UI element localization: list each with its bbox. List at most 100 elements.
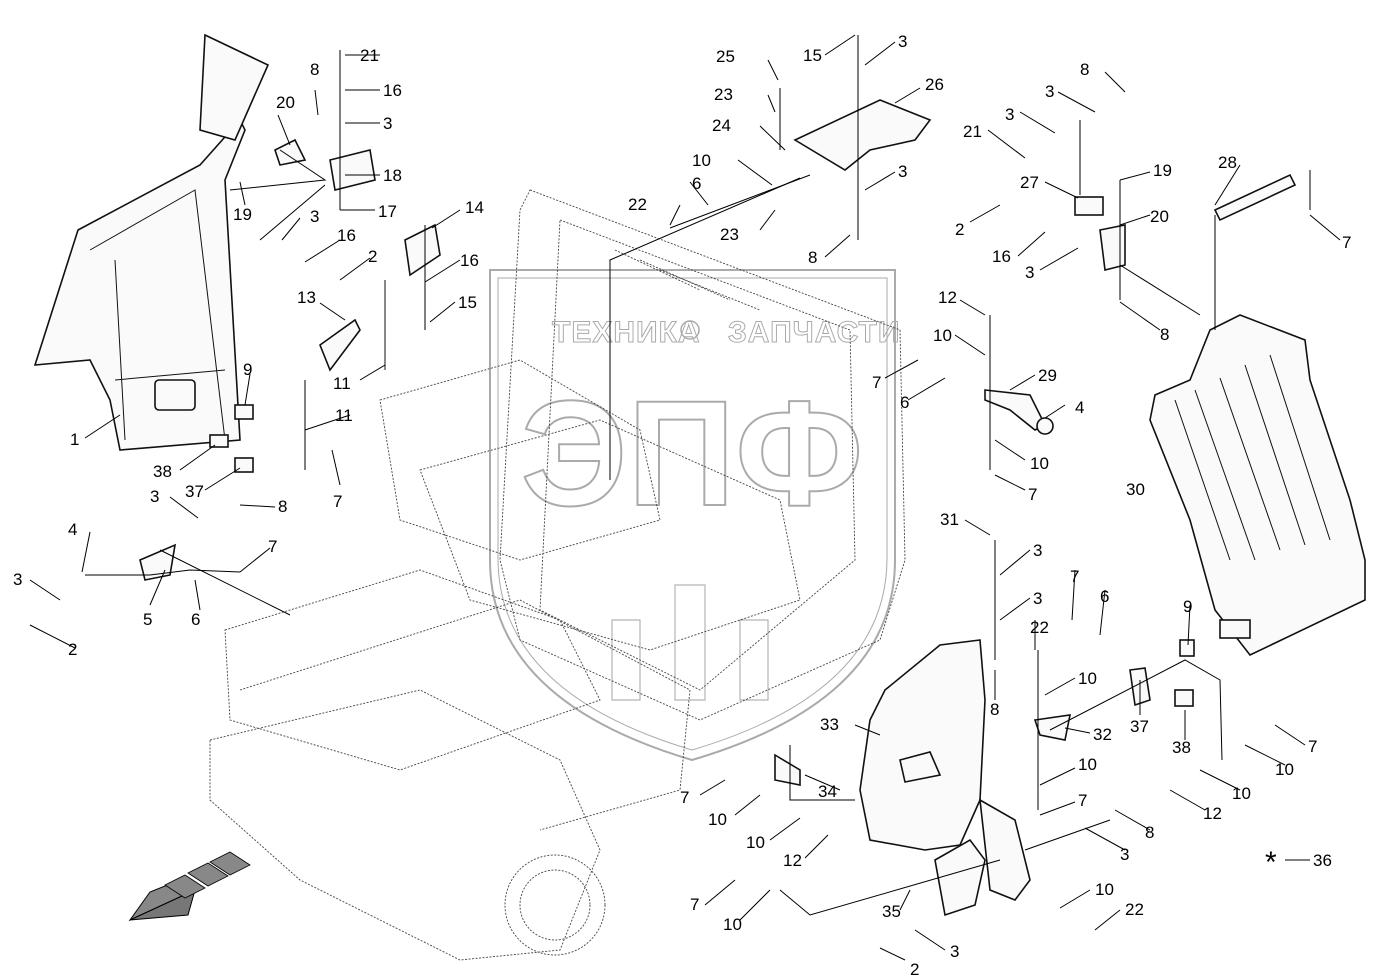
watermark-text-left: ТЕХНИКА: [552, 316, 701, 349]
callout-11: 11: [335, 406, 353, 425]
asterisk-symbol: *: [1265, 846, 1277, 879]
callout-9: 9: [243, 360, 252, 379]
callout-6: 6: [1100, 587, 1109, 606]
callout-6: 6: [900, 393, 909, 412]
callout-12: 12: [783, 851, 802, 870]
callout-4: 4: [1075, 398, 1084, 417]
callout-8: 8: [808, 248, 817, 267]
callout-26: 26: [925, 75, 944, 94]
callout-1: 1: [70, 430, 79, 449]
callout-7: 7: [1070, 567, 1079, 586]
callout-7: 7: [268, 537, 277, 556]
callout-7: 7: [333, 492, 342, 511]
callout-7: 7: [1308, 737, 1317, 756]
callout-3: 3: [950, 942, 959, 961]
callout-36: 36: [1313, 851, 1332, 870]
callout-3: 3: [310, 207, 319, 226]
callout-10: 10: [933, 326, 952, 345]
callout-29: 29: [1038, 366, 1057, 385]
callout-24: 24: [712, 116, 731, 135]
callout-27: 27: [1020, 173, 1039, 192]
callout-3: 3: [150, 487, 159, 506]
callout-31: 31: [940, 510, 959, 529]
hardware-items: [139, 99, 1297, 786]
callout-18: 18: [383, 166, 402, 185]
direction-arrow-icon: [128, 851, 251, 922]
callout-3: 3: [1033, 589, 1042, 608]
callout-19: 19: [233, 205, 252, 224]
callout-3: 3: [1025, 263, 1034, 282]
callout-3: 3: [1033, 541, 1042, 560]
callout-3: 3: [1045, 82, 1054, 101]
watermark: ТЕХНИКА ЗАПЧАСТИ ЭПФ: [489, 269, 900, 762]
leader-lines: [29, 34, 1341, 961]
callout-2: 2: [910, 960, 919, 979]
callout-2: 2: [955, 220, 964, 239]
part-33-panel: [859, 639, 1031, 917]
callout-8: 8: [990, 700, 999, 719]
callout-3: 3: [1005, 105, 1014, 124]
wheat-emblem: [611, 584, 769, 701]
callout-10: 10: [1232, 784, 1251, 803]
callout-11: 11: [333, 374, 351, 393]
callout-8: 8: [310, 60, 319, 79]
callout-23: 23: [720, 225, 739, 244]
callout-10: 10: [1078, 669, 1097, 688]
callout-8: 8: [1145, 823, 1154, 842]
callout-28: 28: [1218, 153, 1237, 172]
callout-34: 34: [818, 782, 837, 801]
gear-icon: [680, 320, 700, 340]
callout-10: 10: [1030, 454, 1049, 473]
callout-20: 20: [276, 93, 295, 112]
callout-23: 23: [714, 85, 733, 104]
callout-33: 33: [820, 715, 839, 734]
callout-38: 38: [153, 462, 172, 481]
callout-3: 3: [898, 162, 907, 181]
callout-12: 12: [938, 288, 957, 307]
callout-8: 8: [1160, 325, 1169, 344]
callout-2: 2: [68, 640, 77, 659]
callout-15: 15: [803, 46, 822, 65]
callout-37: 37: [185, 482, 204, 501]
callout-8: 8: [278, 497, 287, 516]
callout-9: 9: [1183, 597, 1192, 616]
callout-7: 7: [1078, 791, 1087, 810]
callout-2: 2: [368, 247, 377, 266]
callout-10: 10: [692, 151, 711, 170]
callout-22: 22: [1125, 900, 1144, 919]
callout-6: 6: [692, 174, 701, 193]
callout-7: 7: [680, 788, 689, 807]
callout-19: 19: [1153, 161, 1172, 180]
callout-7: 7: [1342, 233, 1351, 252]
callout-17: 17: [378, 202, 397, 221]
watermark-text-right: ЗАПЧАСТИ: [728, 316, 900, 349]
callout-22: 22: [628, 195, 647, 214]
callout-12: 12: [1203, 804, 1222, 823]
callout-37: 37: [1130, 717, 1149, 736]
callout-25: 25: [716, 47, 735, 66]
callout-22: 22: [1030, 618, 1049, 637]
part-1-door: [33, 33, 270, 451]
callout-35: 35: [882, 902, 901, 921]
chassis-frame: [209, 189, 906, 961]
callout-20: 20: [1150, 207, 1169, 226]
callout-3: 3: [1120, 845, 1129, 864]
callout-10: 10: [1275, 760, 1294, 779]
callout-16: 16: [992, 247, 1011, 266]
callout-labels: 1 21 16 3 18 17 8 20 19 3 16 2 14 16 15 …: [13, 32, 1351, 979]
callout-8: 8: [1080, 60, 1089, 79]
callout-21: 21: [963, 122, 982, 141]
callout-38: 38: [1172, 738, 1191, 757]
part-30-side-panel: [1149, 314, 1366, 656]
callout-10: 10: [746, 833, 765, 852]
callout-10: 10: [723, 915, 742, 934]
watermark-logo: ЭПФ: [521, 369, 864, 537]
callout-15: 15: [458, 293, 477, 312]
callout-10: 10: [1078, 755, 1097, 774]
callout-10: 10: [1095, 880, 1114, 899]
callout-3: 3: [898, 32, 907, 51]
callout-4: 4: [68, 520, 77, 539]
callout-14: 14: [465, 198, 484, 217]
callout-21: 21: [360, 46, 379, 65]
